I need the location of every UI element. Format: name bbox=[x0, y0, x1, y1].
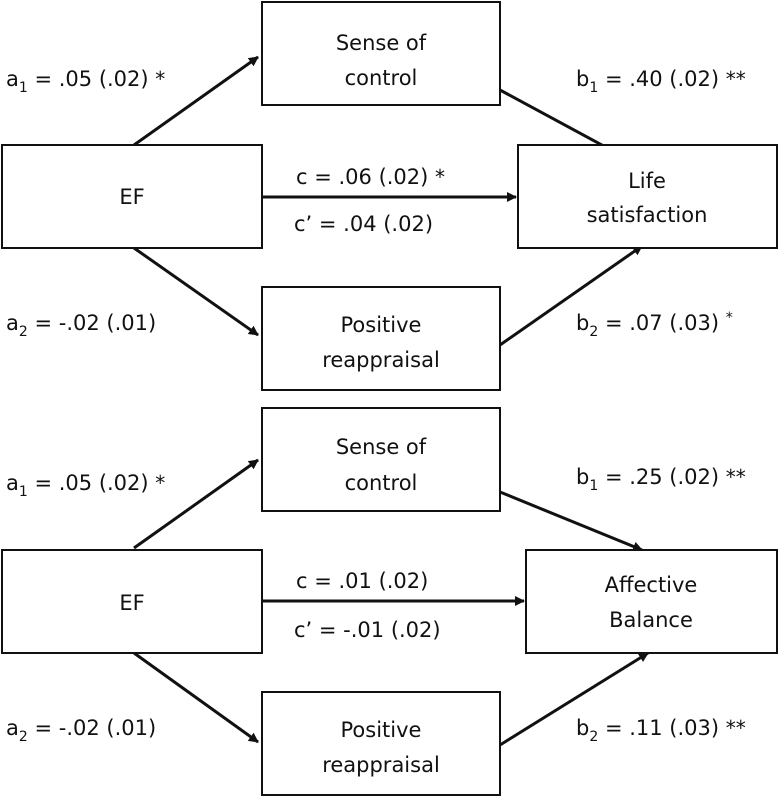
mediator-top-label-line1: Sense of bbox=[336, 435, 427, 459]
mediator-top-box bbox=[261, 407, 501, 512]
coef-b2: b2 = .11 (.03) ** bbox=[576, 716, 746, 745]
path-b2-arrow bbox=[499, 651, 649, 747]
mediator-bottom-box bbox=[261, 286, 501, 391]
outcome-box bbox=[517, 144, 778, 249]
coef-a2: a2 = -.02 (.01) bbox=[6, 716, 156, 745]
outcome-box bbox=[525, 549, 778, 654]
outcome-label-line1: Life bbox=[628, 169, 666, 193]
mediator-top-label-line1: Sense of bbox=[336, 31, 427, 55]
path-a1-arrow bbox=[133, 458, 259, 550]
predictor-label: EF bbox=[119, 185, 144, 209]
coef-a1: a1 = .05 (.02) * bbox=[6, 471, 165, 500]
coef-a2: a2 = -.02 (.01) bbox=[6, 311, 156, 340]
path-a2-arrow bbox=[133, 246, 259, 337]
mediator-top-label-line2: control bbox=[345, 66, 418, 90]
outcome-label-line2: satisfaction bbox=[587, 203, 708, 227]
mediator-bottom-label-line1: Positive bbox=[341, 313, 422, 337]
mediator-bottom-box bbox=[261, 691, 501, 796]
panel-affective-balance: Sense of control EF Affective Balance Po… bbox=[1, 407, 778, 796]
panel-life-satisfaction: Sense of control EF Life satisfaction Po… bbox=[1, 1, 778, 391]
predictor-box bbox=[1, 144, 263, 249]
mediator-top-box bbox=[261, 1, 501, 106]
coef-b2: b2 = .07 (.03) * bbox=[576, 310, 733, 340]
predictor-box bbox=[1, 549, 263, 654]
coef-c: c = .06 (.02) * bbox=[296, 165, 445, 189]
coef-c-prime: c’ = -.01 (.02) bbox=[294, 618, 441, 642]
coef-c-prime: c’ = .04 (.02) bbox=[294, 212, 433, 236]
mediator-bottom-label-line1: Positive bbox=[341, 718, 422, 742]
outcome-label-line1: Affective bbox=[605, 573, 698, 597]
coef-b1: b1 = .40 (.02) ** bbox=[576, 67, 746, 96]
coef-b1: b1 = .25 (.02) ** bbox=[576, 465, 746, 494]
mediator-bottom-label-line2: reappraisal bbox=[322, 753, 440, 777]
predictor-label: EF bbox=[119, 591, 144, 615]
path-b2-arrow bbox=[499, 244, 643, 347]
mediator-top-label-line2: control bbox=[345, 471, 418, 495]
mediator-bottom-label-line2: reappraisal bbox=[322, 348, 440, 372]
coef-a1: a1 = .05 (.02) * bbox=[6, 67, 165, 96]
path-a1-arrow bbox=[133, 55, 259, 147]
outcome-label-line2: Balance bbox=[609, 608, 693, 632]
coef-c: c = .01 (.02) bbox=[296, 569, 428, 593]
path-b1-arrow bbox=[499, 490, 643, 552]
path-a2-arrow bbox=[133, 651, 259, 744]
